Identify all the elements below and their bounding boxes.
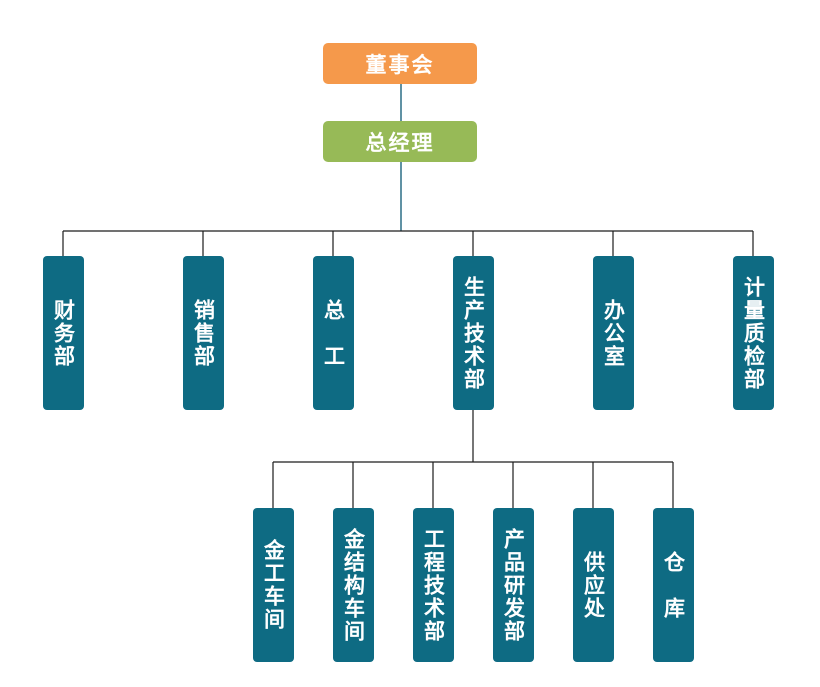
dept-office: 办公室 [593,256,634,410]
dept-finance: 财务部 [43,256,84,410]
unit-machining-workshop: 金工车间 [253,508,294,662]
unit-engineering-technology: 工程技术部 [413,508,454,662]
general-manager-node: 总经理 [323,121,477,162]
unit-supply: 供应处 [573,508,614,662]
dept-production-technology: 生产技术部 [453,256,494,410]
board-node: 董事会 [323,43,477,84]
dept-sales: 销售部 [183,256,224,410]
dept-chief-engineer: 总 工 [313,256,354,410]
unit-product-rnd: 产品研发部 [493,508,534,662]
dept-metrology-qc: 计量质检部 [733,256,774,410]
unit-warehouse: 仓 库 [653,508,694,662]
unit-metal-structure-workshop: 金结构车间 [333,508,374,662]
